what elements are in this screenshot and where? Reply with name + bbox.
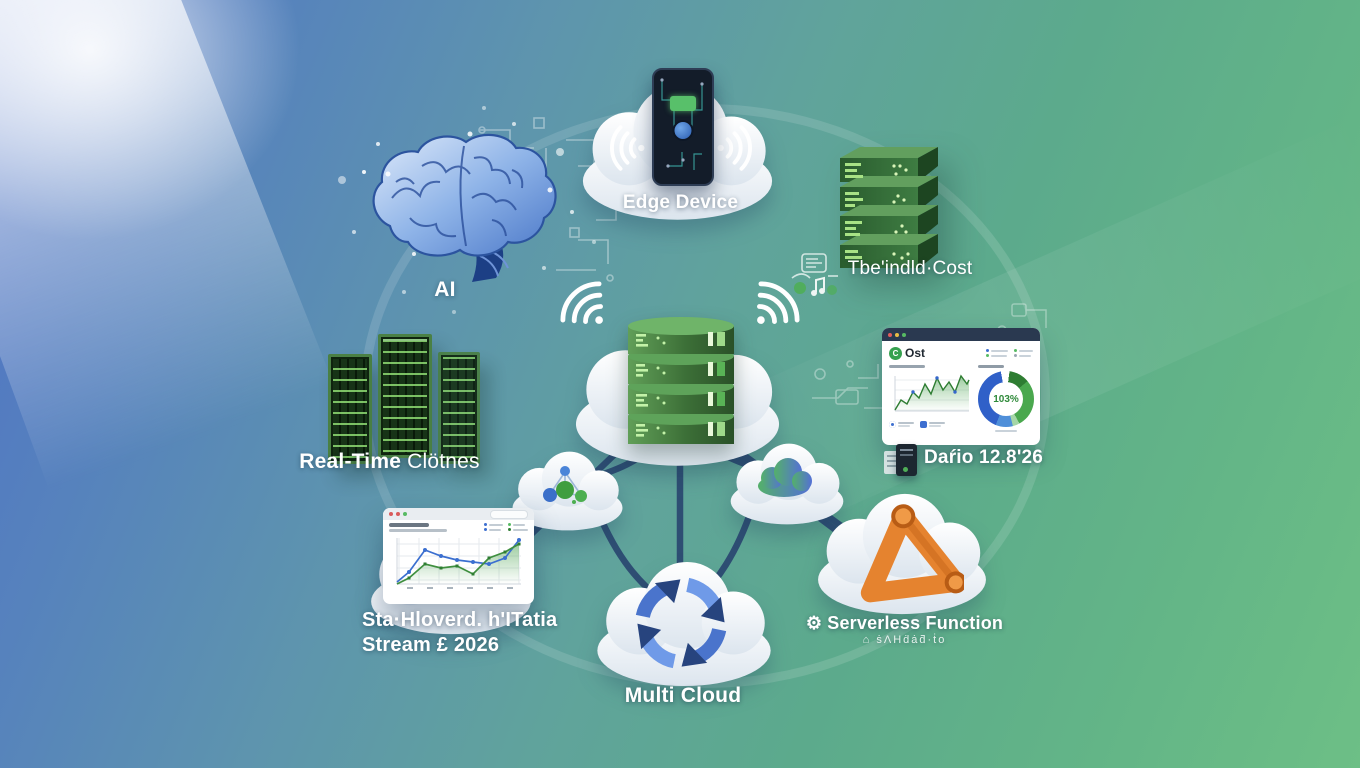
chart-title-bar (889, 365, 925, 368)
dashboard-area-chart (894, 374, 970, 412)
serverless-glyph-row: ⌂ ṡΛHḋȧƌ·ṫo (862, 634, 947, 646)
window-dot-red (389, 512, 393, 516)
left-servers-label: Real-Time Clötnes (272, 450, 507, 474)
wifi-icon (609, 125, 646, 171)
window-address-pill (490, 509, 528, 519)
realtime-server-racks (328, 334, 480, 464)
stream-line-chart (396, 537, 521, 589)
network-tree-icon (543, 466, 587, 504)
serverless-label: ⚙Serverless Function ⌂ ṡΛHḋȧƌ·ṫo (792, 613, 1017, 646)
cloud-gradient-icon (758, 458, 812, 497)
window-dot-green (403, 512, 407, 516)
dario-caption: Daŕio 12.8'26 (924, 447, 1044, 468)
window-dot-red (888, 332, 892, 337)
server-rack (328, 354, 372, 464)
phone-camera-lens (672, 120, 694, 141)
left-servers-label-bold: Real-Time (299, 450, 402, 473)
stream-chart-legend (484, 523, 528, 531)
window-dot-yellow (895, 332, 899, 337)
ai-label: AI (434, 278, 456, 301)
edge-device-phone (652, 68, 714, 186)
edge-device-label: Edge Device (622, 192, 739, 213)
window-dot-green (902, 332, 906, 337)
stream-caption: Sta·Hloverd. h'ITatia Stream £ 2026 (362, 608, 602, 658)
cost-donut-chart: 103% (978, 371, 1034, 427)
recycle-arrows-icon (635, 577, 727, 669)
donut-center-value: 103% (989, 382, 1023, 416)
multi-cloud-label: Multi Cloud (624, 684, 742, 707)
server-rack (378, 334, 432, 458)
cost-dashboard-window: C Ost (882, 328, 1040, 445)
circuit-doodle-dashboard (812, 360, 886, 409)
window-titlebar (383, 508, 534, 520)
cost-logo-text: Ost (905, 346, 926, 360)
cost-logo-badge: C (889, 346, 902, 360)
server-stack-illustration (840, 147, 938, 268)
stream-caption-line1: Sta·Hloverd. h'ITatia (362, 609, 558, 631)
database-cylinder-stack (628, 317, 734, 444)
stream-caption-line2: Stream £ 2026 (362, 634, 500, 656)
window-subtitle-bar (389, 529, 447, 532)
dashboard-mini-legend (986, 349, 1033, 357)
sparkle-dots (362, 170, 366, 174)
lambda-triangle-icon (860, 504, 964, 603)
wifi-icon (716, 125, 753, 171)
server-rack (438, 352, 480, 464)
window-dot-red2 (396, 512, 400, 516)
phone-screen (670, 96, 696, 111)
ai-brain-illustration (372, 131, 557, 282)
left-servers-label-rest: Clötnes (401, 450, 480, 473)
dashboard-footer-legend (889, 421, 971, 428)
dario-device-icon (884, 442, 920, 480)
window-titlebar (882, 328, 1040, 341)
donut-title-bar (978, 365, 1004, 368)
gear-icon: ⚙ (805, 613, 823, 633)
music-doc-icon (791, 253, 838, 296)
serverless-label-text: Serverless Function (827, 613, 1004, 633)
right-servers-label: Tbe'indld·Cost (847, 258, 973, 279)
window-title-bar (389, 523, 429, 527)
stream-analytics-window (383, 508, 534, 604)
donut-caption-bar (995, 430, 1017, 432)
